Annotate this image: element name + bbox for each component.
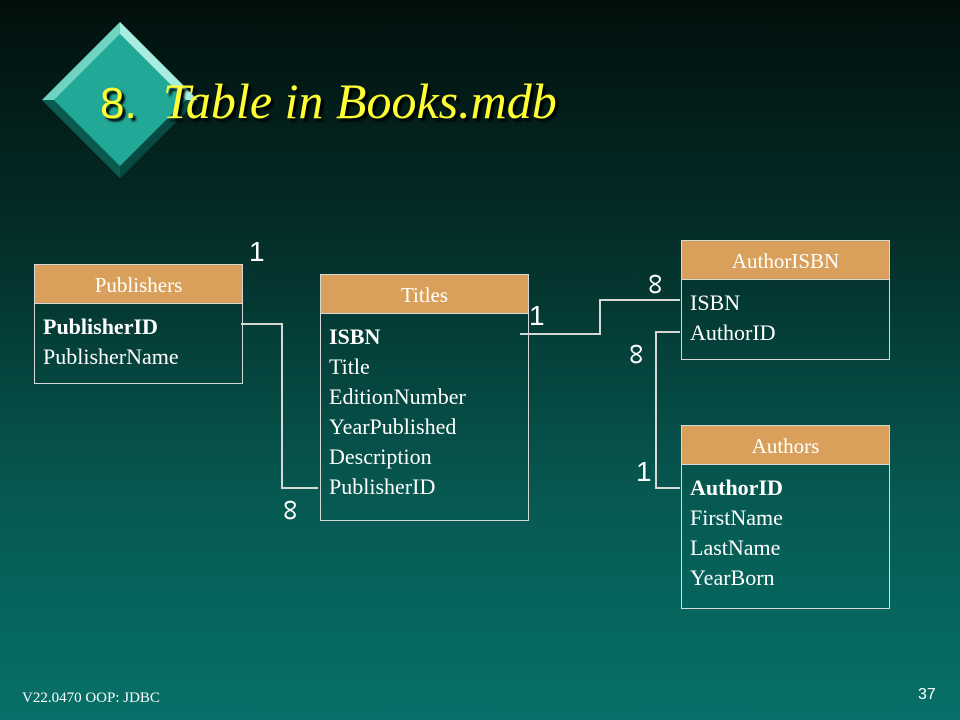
authorisbn-authors-line <box>655 331 680 489</box>
authors-field-lastname: LastName <box>690 535 781 560</box>
authorisbn-field-authorid: AuthorID <box>690 320 776 345</box>
cardinality-titles-many: ∞ <box>274 499 308 521</box>
titles-field-title: Title <box>329 354 370 379</box>
footer-course-label: V22.0470 OOP: JDBC <box>22 690 160 706</box>
slide-title: 8. Table in Books.mdb <box>100 72 557 130</box>
diamond-bullet-icon <box>40 20 200 180</box>
slide-title-text: Table in Books.mdb <box>162 73 557 129</box>
authors-field-firstname: FirstName <box>690 505 783 530</box>
authors-table: Authors AuthorID FirstName LastName Year… <box>681 425 890 609</box>
titles-field-yearpublished: YearPublished <box>329 414 457 439</box>
publishers-table-header: Publishers <box>35 265 242 304</box>
cardinality-authorisbn-isbn-many: ∞ <box>639 273 673 295</box>
cardinality-authors-one: 1 <box>636 456 652 487</box>
publishers-table: Publishers PublisherID PublisherName <box>34 264 243 384</box>
cardinality-authorisbn-author-many: ∞ <box>620 343 654 365</box>
publishers-titles-line <box>241 323 318 489</box>
titles-table: Titles ISBN Title EditionNumber YearPubl… <box>320 274 529 521</box>
authorisbn-table-header: AuthorISBN <box>682 241 889 280</box>
authors-field-yearborn: YearBorn <box>690 565 775 590</box>
footer-page-number: 37 <box>918 686 936 703</box>
authors-table-header: Authors <box>682 426 889 465</box>
titles-field-description: Description <box>329 444 432 469</box>
titles-field-publisherid: PublisherID <box>329 474 436 499</box>
authorisbn-field-isbn: ISBN <box>690 290 741 315</box>
cardinality-publishers-one: 1 <box>249 236 265 267</box>
authors-field-authorid: AuthorID <box>690 475 783 500</box>
titles-authorisbn-line <box>520 299 680 335</box>
authorisbn-table: AuthorISBN ISBN AuthorID <box>681 240 890 360</box>
publishers-field-publishername: PublisherName <box>43 344 179 369</box>
titles-field-editionnumber: EditionNumber <box>329 384 466 409</box>
titles-field-isbn: ISBN <box>329 324 381 349</box>
slide-number-label: 8. <box>100 79 137 128</box>
titles-table-header: Titles <box>321 275 528 314</box>
cardinality-titles-one: 1 <box>529 300 545 331</box>
publishers-field-publisherid: PublisherID <box>43 314 158 339</box>
